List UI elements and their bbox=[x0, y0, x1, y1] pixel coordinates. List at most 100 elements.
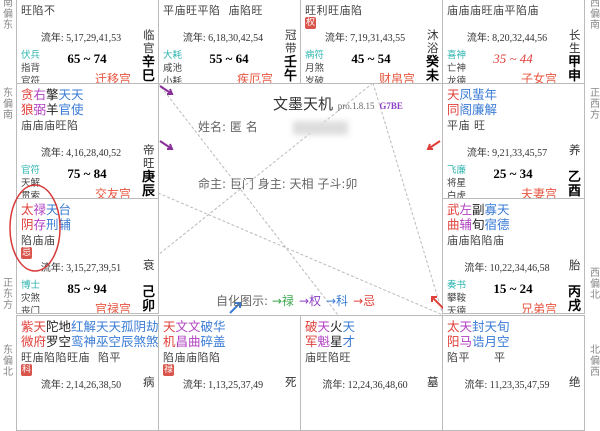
star-name: 阴煞 bbox=[133, 319, 147, 349]
life-stage: 冠带 bbox=[285, 28, 297, 55]
star-name: 华盖 bbox=[213, 319, 226, 349]
flow-years: 流年: 6,18,30,42,54 bbox=[182, 33, 264, 44]
star-name: 封诰 bbox=[472, 319, 485, 349]
star-brightness: 庙庙庙旺庙平陷庙 bbox=[447, 4, 539, 17]
stem-branch: 甲申 bbox=[568, 55, 582, 84]
legend-item: →禄 bbox=[271, 294, 294, 308]
god-name: 大耗 bbox=[163, 50, 183, 61]
stem-branch: 壬午 bbox=[284, 55, 298, 84]
star-brightness: 陷平 平 bbox=[447, 351, 506, 364]
star-name: 年解 bbox=[484, 87, 498, 117]
star-name: 天魁 bbox=[317, 319, 331, 349]
star-name: 天府 bbox=[33, 319, 47, 349]
life-stage: 沐浴 bbox=[427, 28, 439, 55]
legend-item: →权 bbox=[298, 294, 321, 308]
god-name: 将星 bbox=[447, 178, 467, 189]
star-brightness: 旺庙陷陷旺庙 陷平 bbox=[21, 351, 121, 364]
stem-branch: 辛巳 bbox=[142, 55, 156, 84]
direction-label: 正西方 bbox=[590, 88, 600, 121]
line-1 bbox=[158, 83, 339, 315]
ming-shen-row: 命主: 巨门 身主: 天相 子斗:卯 bbox=[198, 177, 358, 191]
star-name: 寡宿 bbox=[484, 202, 498, 232]
stem-branch: 癸未 bbox=[426, 55, 440, 84]
god-name: 病符 bbox=[305, 50, 325, 61]
palace-name: 兄弟宫 bbox=[520, 302, 557, 314]
palace-name: 子女宫 bbox=[520, 72, 557, 84]
age-range: 45 ~ 54 bbox=[351, 51, 391, 66]
triangle-lines bbox=[158, 83, 443, 315]
redacted-name bbox=[292, 120, 348, 135]
direction-label: 西偏南 bbox=[590, 0, 600, 31]
star-name: 天使 bbox=[71, 87, 84, 117]
star-name: 火星 bbox=[330, 319, 343, 349]
star-name: 天同 bbox=[447, 87, 460, 117]
star-name: 武曲 bbox=[447, 202, 460, 232]
transform-badge: 忌 bbox=[21, 247, 33, 259]
life-stage: 临官 bbox=[143, 28, 155, 55]
god-name: 博士 bbox=[21, 280, 41, 291]
age-range: 25 ~ 34 bbox=[493, 166, 533, 181]
god-name: 飞廉 bbox=[447, 165, 467, 176]
star-name: 破碎 bbox=[200, 319, 214, 349]
star-name: 天官 bbox=[58, 87, 72, 117]
palace-name: 官禄宫 bbox=[94, 302, 131, 314]
self-transform-legend: 自化图示: →禄→权→科→忌 bbox=[216, 294, 376, 308]
god-name: 岁破 bbox=[305, 76, 325, 84]
direction-label: 东偏北 bbox=[3, 345, 13, 378]
star-name: 文昌 bbox=[175, 319, 189, 349]
life-stage: 病 bbox=[143, 375, 155, 389]
age-range: 15 ~ 24 bbox=[493, 281, 533, 296]
transform-badge: 禄 bbox=[163, 364, 175, 376]
star-name: 天刑 bbox=[46, 202, 59, 232]
god-name: 白虎 bbox=[447, 191, 467, 199]
arrow-purple-2 bbox=[159, 140, 174, 150]
arrow-purple-1 bbox=[159, 85, 174, 95]
age-range: 65 ~ 74 bbox=[67, 51, 107, 66]
name-row: 姓名: 匿 名 bbox=[198, 118, 348, 135]
god-name: 喜神 bbox=[447, 50, 467, 61]
flow-years: 流年: 12,24,36,48,60 bbox=[322, 380, 408, 391]
palace-cell-寅[interactable]: 紫微天府陀罗地空红鸾解神天巫天空孤辰阴煞劫煞旺庙陷陷旺庙 陷平科流年: 2,14… bbox=[16, 315, 159, 431]
star-name: 红鸾 bbox=[71, 319, 84, 349]
legend-item: →忌 bbox=[353, 294, 376, 308]
direction-label: 南偏东 bbox=[3, 0, 13, 31]
stem-branch: 己卯 bbox=[142, 285, 156, 314]
star-name: 紫微 bbox=[21, 319, 34, 349]
star-name: 太阳 bbox=[447, 319, 460, 349]
star-name: 副旬 bbox=[472, 202, 485, 232]
transform-badge: 科 bbox=[21, 364, 33, 376]
star-name: 天马 bbox=[459, 319, 473, 349]
direction-label: 正东方 bbox=[3, 278, 13, 311]
star-name: 天才 bbox=[342, 319, 356, 349]
arrow-red-1 bbox=[426, 140, 441, 150]
app-title: 文墨天机 pro.1.8.15 G7BE bbox=[273, 95, 403, 113]
palace-name: 疾厄宫 bbox=[236, 72, 273, 84]
star-brightness: 旺利旺庙陷 bbox=[305, 4, 363, 17]
star-name: 禄存 bbox=[33, 202, 47, 232]
flow-years: 流年: 11,23,35,47,59 bbox=[464, 380, 550, 391]
god-name: 月煞 bbox=[305, 63, 325, 74]
chart-center: 文墨天机 pro.1.8.15 G7BE 姓名: 匿 名 命主: 巨门 身主: … bbox=[158, 83, 443, 315]
life-stage: 长生 bbox=[569, 28, 581, 55]
life-stage: 死 bbox=[285, 375, 297, 389]
god-name: 丧门 bbox=[21, 306, 41, 314]
star-name: 太阴 bbox=[21, 202, 34, 232]
age-range: 75 ~ 84 bbox=[67, 166, 107, 181]
legend-item: →科 bbox=[326, 294, 349, 308]
god-name: 伏兵 bbox=[21, 50, 41, 61]
line-2 bbox=[158, 83, 374, 256]
god-name: 奏书 bbox=[447, 280, 467, 291]
star-name: 孤辰 bbox=[121, 319, 134, 349]
palace-name: 交友宫 bbox=[94, 187, 131, 199]
